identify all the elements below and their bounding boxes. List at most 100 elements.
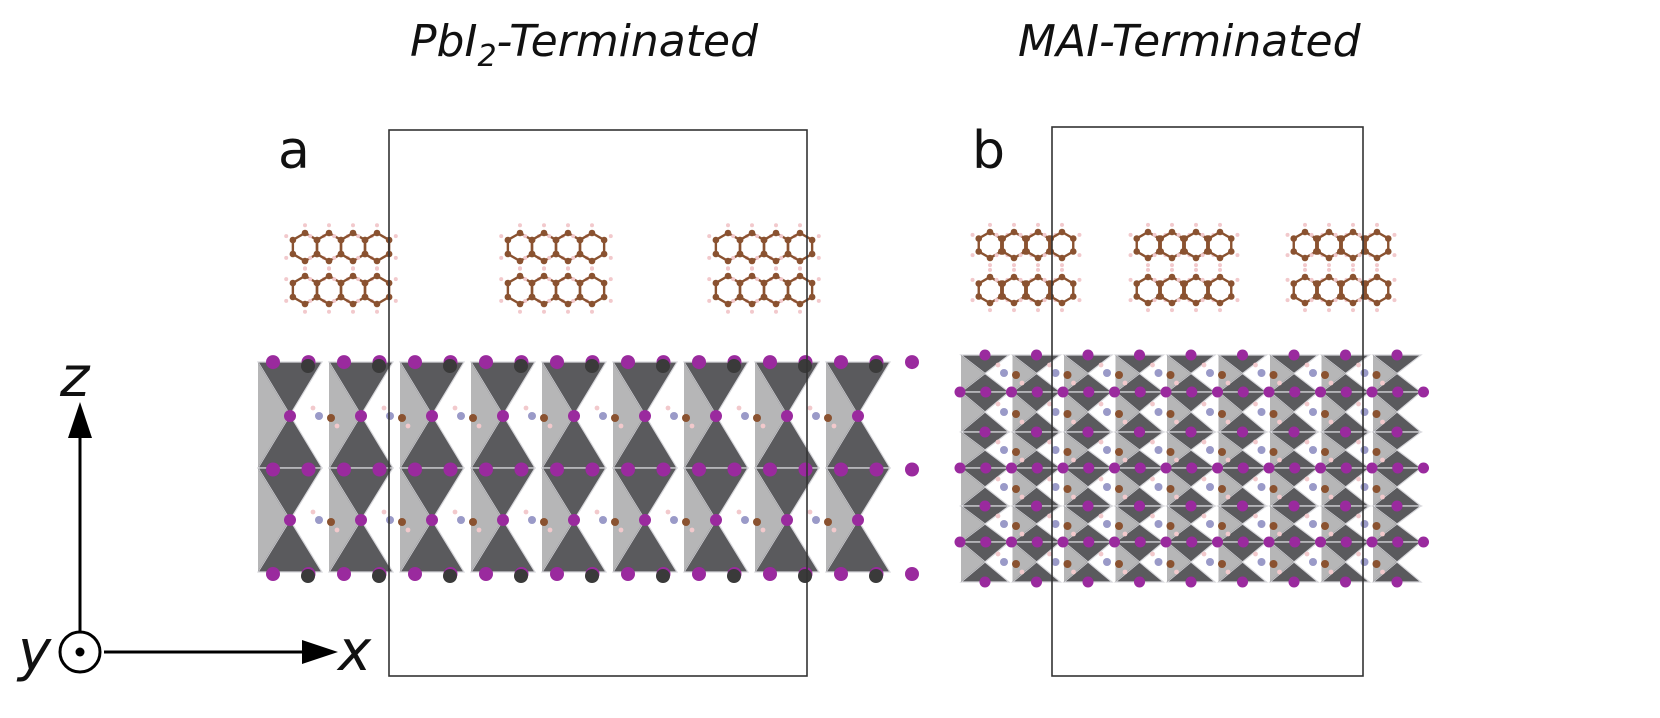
carbon-atom	[737, 237, 744, 244]
carbon-atom	[589, 258, 596, 265]
hydrogen-atom	[1174, 381, 1179, 386]
hydrogen-atom	[1174, 420, 1179, 425]
hydrogen-atom	[1077, 298, 1081, 302]
hydrogen-atom	[971, 253, 975, 257]
carbon-atom	[1270, 560, 1278, 568]
carbon-atom	[350, 273, 357, 280]
hydrogen-atom	[382, 406, 387, 411]
hydrogen-atom	[1060, 263, 1064, 267]
carbon-ring	[556, 233, 580, 261]
carbon-ring	[764, 276, 788, 304]
carbon-atom	[797, 301, 804, 308]
lead-atom	[869, 359, 883, 373]
carbon-atom	[1321, 522, 1329, 530]
carbon-ring	[1209, 277, 1232, 303]
carbon-ring	[764, 233, 788, 261]
carbon-atom	[326, 258, 333, 265]
iodine-atom	[1031, 427, 1042, 438]
hydrogen-atom	[1375, 268, 1379, 272]
hydrogen-atom	[1170, 223, 1174, 227]
carbon-atom	[601, 237, 608, 244]
carbon-atom	[517, 273, 524, 280]
carbon-atom	[290, 251, 297, 258]
iodine-atom	[1315, 537, 1326, 548]
hydrogen-atom	[731, 234, 735, 238]
hydrogen-atom	[1012, 268, 1016, 272]
iodine-atom	[1109, 387, 1120, 398]
hydrogen-atom	[1329, 458, 1334, 463]
hydrogen-atom	[406, 424, 411, 429]
hydrogen-atom	[1218, 308, 1222, 312]
carbon-atom	[469, 518, 477, 526]
carbon-atom	[611, 414, 619, 422]
lead-atom	[656, 359, 670, 373]
hydrogen-atom	[996, 440, 1001, 445]
y-axis-dot-icon	[76, 648, 85, 657]
hydrogen-atom	[798, 223, 802, 227]
hydrogen-atom	[1020, 570, 1025, 575]
carbon-atom	[290, 237, 297, 244]
hydrogen-atom	[1358, 233, 1362, 237]
nitrogen-atom	[1155, 558, 1163, 566]
iodine-atom	[1392, 537, 1403, 548]
carbon-atom	[785, 280, 792, 287]
carbon-atom	[1350, 255, 1357, 262]
hydrogen-atom	[609, 256, 613, 260]
carbon-atom	[1064, 410, 1072, 418]
carbon-atom	[505, 294, 512, 301]
carbon-atom	[1217, 229, 1224, 236]
hydrogen-atom	[1036, 268, 1040, 272]
carbon-atom	[1157, 280, 1164, 287]
iodine-atom	[728, 462, 742, 476]
hydrogen-atom	[523, 256, 527, 260]
panel-b-molecule-layer	[971, 223, 1397, 312]
iodine-atom	[444, 462, 458, 476]
hydrogen-atom	[1329, 495, 1334, 500]
carbon-atom	[1047, 280, 1054, 287]
hydrogen-atom	[1226, 420, 1231, 425]
iodine-atom	[1418, 537, 1429, 548]
iodine-atom	[1237, 577, 1248, 588]
hydrogen-atom	[761, 528, 766, 533]
carbon-atom	[517, 301, 524, 308]
nitrogen-atom	[1258, 369, 1266, 377]
hydrogen-atom	[1047, 477, 1052, 482]
carbon-atom	[1035, 229, 1042, 236]
iodine-atom	[1031, 577, 1042, 588]
carbon-atom	[1193, 255, 1200, 262]
hydrogen-atom	[1153, 298, 1157, 302]
hydrogen-atom	[995, 253, 999, 257]
hydrogen-atom	[1177, 278, 1181, 282]
iodine-atom	[905, 462, 919, 476]
carbon-atom	[1181, 248, 1188, 255]
hydrogen-atom	[1012, 223, 1016, 227]
hydrogen-atom	[1351, 308, 1355, 312]
hydrogen-atom	[1375, 308, 1379, 312]
iodine-atom	[1032, 537, 1043, 548]
hydrogen-atom	[303, 223, 307, 227]
hydrogen-atom	[1201, 278, 1205, 282]
iodine-atom	[1340, 501, 1351, 512]
carbon-atom	[1228, 293, 1235, 300]
hydrogen-atom	[566, 266, 570, 270]
carbon-atom	[1321, 448, 1329, 456]
carbon-atom	[725, 301, 732, 308]
hydrogen-atom	[566, 310, 570, 314]
iodine-atom	[337, 355, 351, 369]
hydrogen-atom	[1356, 477, 1361, 482]
hydrogen-atom	[1334, 298, 1338, 302]
hydrogen-atom	[755, 234, 759, 238]
hydrogen-atom	[1380, 381, 1385, 386]
carbon-atom	[1145, 255, 1152, 262]
hydrogen-atom	[996, 552, 1001, 557]
hydrogen-atom	[1286, 233, 1290, 237]
iodine-atom	[1161, 463, 1172, 474]
hydrogen-atom	[1218, 268, 1222, 272]
iodine-atom	[834, 567, 848, 581]
iodine-atom	[870, 462, 884, 476]
hydrogen-atom	[619, 528, 624, 533]
hydrogen-atom	[1129, 253, 1133, 257]
lead-atom	[798, 569, 812, 583]
hydrogen-atom	[1047, 440, 1052, 445]
carbon-atom	[1373, 410, 1381, 418]
